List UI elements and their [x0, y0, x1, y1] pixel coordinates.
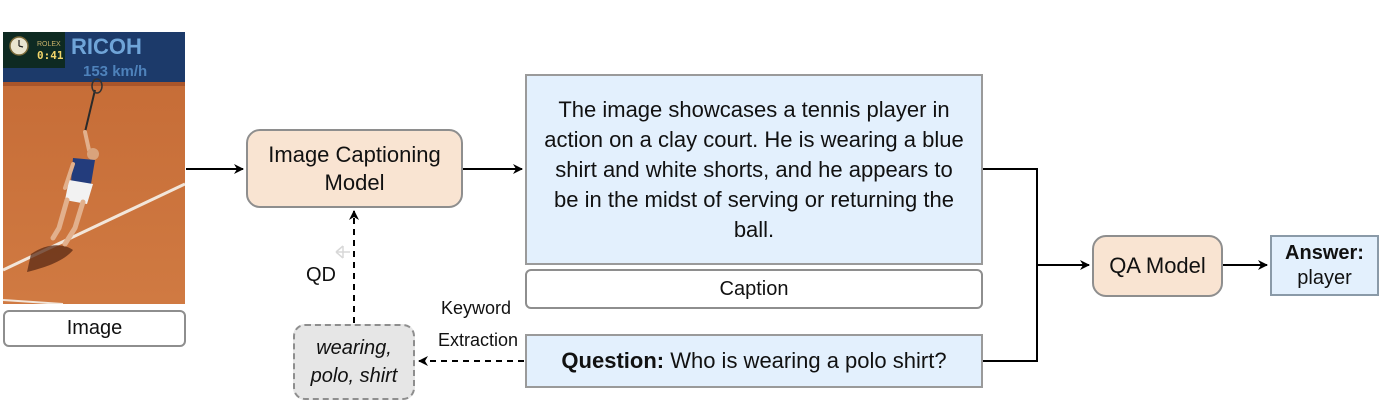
qa-model-node: QA Model [1092, 235, 1223, 297]
question-prefix: Question: [561, 348, 665, 373]
image-label-box: Image [3, 310, 186, 347]
image-label: Image [66, 317, 123, 339]
caption-text: The image showcases a tennis player in a… [544, 96, 964, 242]
caption-text-box: The image showcases a tennis player in a… [525, 74, 983, 265]
keyword-extraction-label-line2: Extraction [437, 330, 519, 350]
qa-model-label: QA Model [1109, 253, 1206, 278]
edge-caption-to-merge [983, 168, 1038, 265]
captioning-model-line1: Image Captioning [268, 141, 441, 167]
caption-label-box: Caption [525, 269, 983, 309]
question-text: Who is wearing a polo shirt? [664, 348, 947, 373]
answer-prefix: Answer: [1285, 241, 1364, 264]
answer-node: Answer: player [1270, 235, 1379, 296]
captioning-model-line2: Model [324, 169, 385, 195]
question-box: Question: Who is wearing a polo shirt? [525, 334, 983, 388]
keyword-extraction-label-line1: Keyword [440, 298, 512, 318]
answer-value: player [1297, 266, 1352, 289]
tennis-photo: ROLEX 0:41 RICOH 153 km/h [3, 32, 185, 304]
keywords-line2: polo, shirt [310, 365, 398, 387]
watch-brand-text: ROLEX [37, 41, 61, 48]
caption-label: Caption [719, 277, 789, 300]
keywords-node: wearing, polo, shirt [293, 324, 415, 400]
qd-label: QD [306, 264, 336, 286]
clock-text: 0:41 [37, 49, 64, 62]
image-captioning-model-node: Image Captioning Model [246, 129, 463, 208]
edge-question-to-merge [983, 265, 1038, 362]
faint-arrow-icon [335, 245, 350, 259]
speed-text: 153 km/h [83, 63, 147, 80]
sponsor-text: RICOH [71, 34, 142, 59]
keywords-line1: wearing, [316, 337, 392, 359]
